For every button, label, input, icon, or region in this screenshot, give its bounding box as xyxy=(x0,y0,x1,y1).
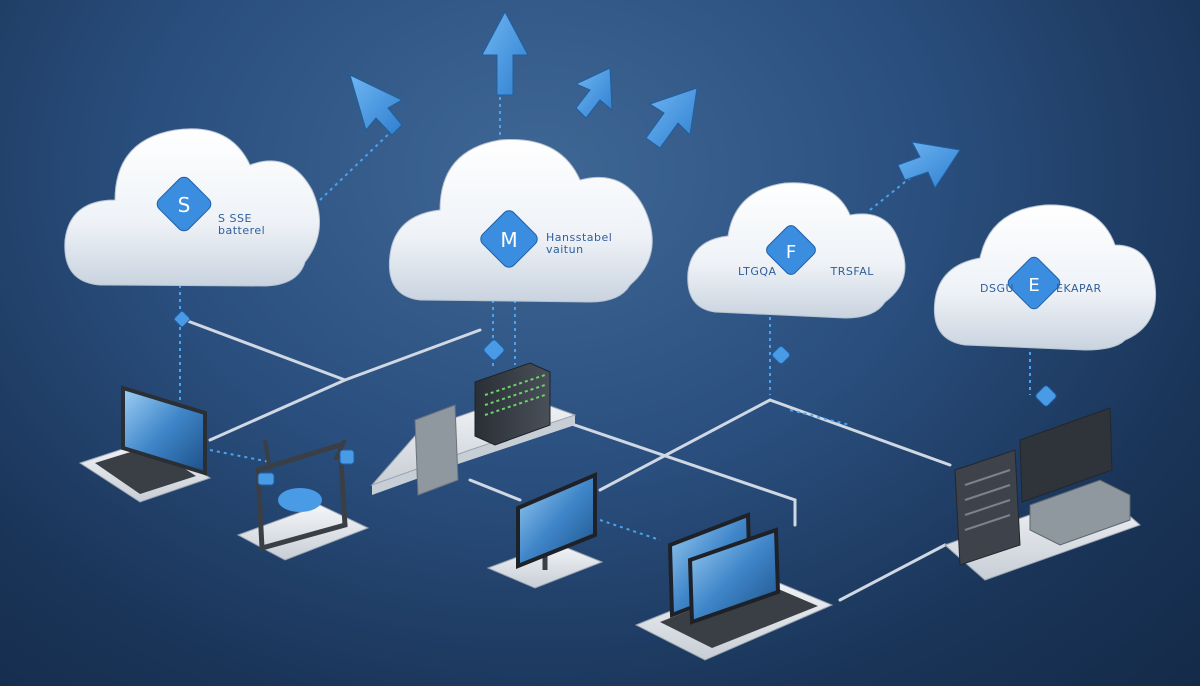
data-links xyxy=(179,95,1031,541)
device-base xyxy=(236,504,370,561)
server-center xyxy=(370,362,577,496)
cloud-node-glyph: M xyxy=(500,228,517,252)
cloud-3: F xyxy=(687,182,906,319)
data-link xyxy=(789,409,851,426)
cable xyxy=(558,418,797,527)
node-marker-icon xyxy=(339,449,355,465)
network-cables xyxy=(183,318,952,602)
monitor-screen xyxy=(516,471,597,569)
laptop-keyboard xyxy=(95,446,196,494)
laptop-screen xyxy=(121,385,207,476)
node-marker-icon xyxy=(173,310,191,328)
router-device xyxy=(236,439,370,561)
cloud-node-glyph: E xyxy=(1028,275,1039,296)
cloud-badge-icon xyxy=(278,488,322,512)
node-marker-icon xyxy=(257,472,275,486)
cable xyxy=(838,543,947,602)
node-marker-icon xyxy=(1035,385,1057,407)
cloud-4: E xyxy=(933,204,1157,351)
router-antenna xyxy=(263,439,347,471)
cable xyxy=(183,318,347,382)
server-rack-right xyxy=(944,407,1141,581)
cloud-2-label-line1: Hansstabel xyxy=(546,231,613,244)
data-link xyxy=(209,449,271,463)
cable xyxy=(598,398,952,492)
cloud-1-label-line2: batterel xyxy=(218,224,266,237)
server-box xyxy=(474,362,551,446)
cloud-node-icon xyxy=(766,225,816,275)
cloud-2-label-line2: vaitun xyxy=(546,243,584,256)
server-tower xyxy=(414,404,459,496)
upload-arrow-icon xyxy=(897,141,961,190)
data-link xyxy=(599,519,661,541)
cable xyxy=(468,478,522,502)
cloud-4-label: DSGU EKAPAR xyxy=(980,283,1102,295)
node-marker-icon xyxy=(483,339,505,361)
monitor-center xyxy=(486,471,604,589)
upload-arrow-icon xyxy=(349,74,404,136)
server-slots xyxy=(964,469,1011,531)
laptop-screen xyxy=(687,527,781,625)
server-rack xyxy=(1019,407,1113,503)
data-link xyxy=(319,124,399,201)
cloud-node-glyph: F xyxy=(786,242,796,263)
cloud-1-label: S SSE batterel xyxy=(218,213,265,237)
upload-arrow-icon xyxy=(481,10,529,96)
cloud-node-icon xyxy=(480,210,538,268)
cloud-node-glyph: S xyxy=(178,193,191,217)
laptop-left xyxy=(78,385,212,503)
cloud-4-label-line2: EKAPAR xyxy=(1056,282,1102,295)
cloud-node-icon xyxy=(156,176,212,232)
cloud-2-label: Hansstabel vaitun xyxy=(546,232,612,256)
node-marker-icon xyxy=(771,345,791,365)
cloud-4-label-line1: DSGU xyxy=(980,282,1015,295)
router-frame xyxy=(255,441,348,552)
cloud-1: S xyxy=(64,128,321,287)
cloud-3-label-line2: TRSFAL xyxy=(830,265,874,278)
upload-arrow-icon xyxy=(574,67,613,119)
server-lights xyxy=(484,374,546,416)
server-module xyxy=(1029,479,1131,546)
node-markers xyxy=(173,310,1057,486)
cloud-3-label: LTGQA TRSFAL xyxy=(738,266,874,278)
upload-arrows xyxy=(349,10,961,190)
cloud-node-icon xyxy=(1007,256,1061,310)
cloud-3-label-line1: LTGQA xyxy=(738,265,777,278)
cloud-1-label-line1: S SSE xyxy=(218,212,252,225)
laptop-front xyxy=(634,512,834,661)
cloud-2: M xyxy=(388,139,653,303)
laptop-keyboard xyxy=(660,582,818,648)
upload-arrow-icon xyxy=(645,87,698,149)
